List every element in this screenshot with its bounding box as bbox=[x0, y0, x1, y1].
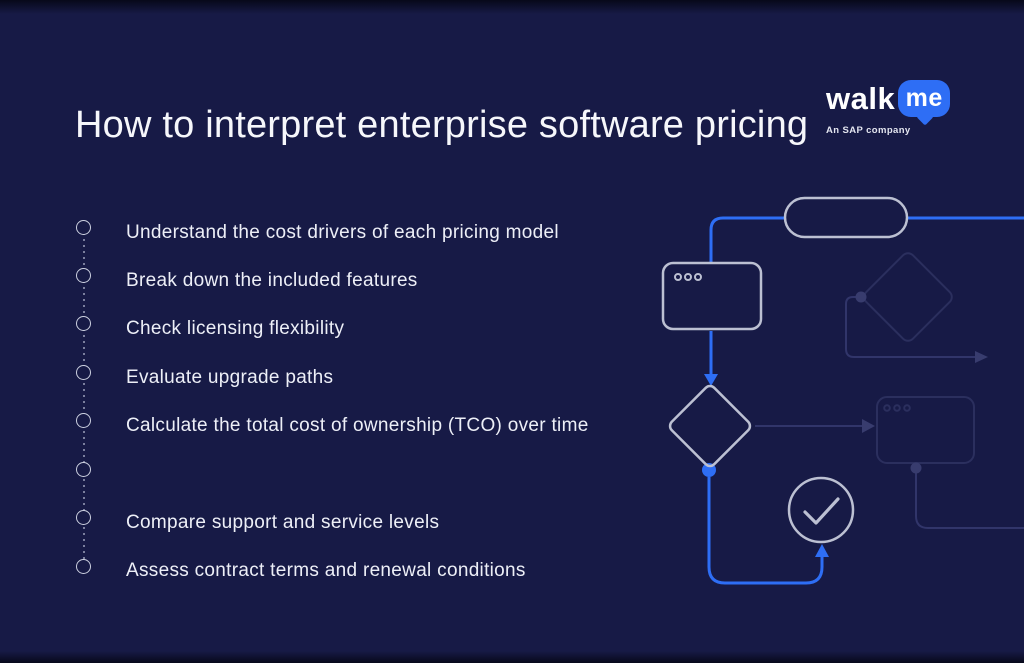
walkme-logo-row: walk me bbox=[826, 80, 986, 126]
timeline-bullet-icon bbox=[76, 364, 91, 380]
list-item: Compare support and service levels bbox=[126, 512, 440, 533]
timeline-bullet-icon bbox=[76, 461, 91, 477]
flowchart-illustration bbox=[661, 196, 1024, 585]
walkme-logo: walk me An SAP company bbox=[826, 80, 986, 136]
faint-window-dot-icon bbox=[903, 404, 911, 412]
page-title: How to interpret enterprise software pri… bbox=[75, 104, 809, 147]
faint-window-dot-icon bbox=[883, 404, 891, 412]
check-circle bbox=[787, 476, 855, 544]
flow-connector-diamond-to-check bbox=[707, 477, 824, 585]
walkme-logo-me-text: me bbox=[905, 84, 943, 112]
faint-loop-connector bbox=[845, 296, 976, 358]
walkme-logo-walk-text: walk bbox=[826, 80, 896, 116]
blue-arrowhead-down-icon bbox=[704, 374, 718, 386]
checklist: Understand the cost drivers of each pric… bbox=[74, 205, 640, 597]
list-item: Assess contract terms and renewal condit… bbox=[126, 560, 526, 581]
faint-window-dot-icon bbox=[893, 404, 901, 412]
logo-tagline: An SAP company bbox=[826, 125, 911, 136]
faint-decision-diamond bbox=[863, 252, 953, 342]
start-pill bbox=[783, 196, 909, 239]
browser-window bbox=[661, 261, 763, 331]
window-dot-icon bbox=[684, 273, 692, 281]
timeline-bullet-icon bbox=[76, 267, 91, 283]
timeline-bullet-icon bbox=[76, 510, 91, 526]
speech-bubble-icon: me bbox=[898, 80, 951, 126]
timeline-bullet-icon bbox=[76, 413, 91, 429]
list-item: Evaluate upgrade paths bbox=[126, 367, 334, 388]
blue-arrowhead-up-icon bbox=[815, 544, 829, 557]
faint-arrowhead-right-icon bbox=[975, 351, 988, 363]
timeline-bullet-icon bbox=[76, 316, 91, 332]
top-edge-shadow bbox=[0, 0, 1024, 14]
timeline-dotted-line bbox=[83, 227, 85, 566]
decision-diamond bbox=[668, 384, 752, 468]
faint-browser-window bbox=[876, 396, 975, 464]
list-item: Understand the cost drivers of each pric… bbox=[126, 222, 559, 243]
list-item: Calculate the total cost of ownership (T… bbox=[126, 415, 589, 436]
flow-connector-pill-to-window bbox=[709, 216, 785, 262]
list-item: Check licensing flexibility bbox=[126, 318, 345, 339]
faint-connector-dot bbox=[910, 462, 922, 474]
timeline-bullet-icon bbox=[76, 558, 91, 574]
faint-connector-dot bbox=[855, 291, 867, 303]
faint-arrowhead-right-icon bbox=[862, 419, 875, 433]
window-dot-icon bbox=[694, 273, 702, 281]
checkmark-icon bbox=[803, 497, 840, 525]
bottom-edge-shadow bbox=[0, 651, 1024, 663]
window-dot-icon bbox=[674, 273, 682, 281]
timeline-bullet-icon bbox=[76, 219, 91, 235]
faint-bottom-connector bbox=[915, 473, 1024, 529]
list-item: Break down the included features bbox=[126, 270, 418, 291]
